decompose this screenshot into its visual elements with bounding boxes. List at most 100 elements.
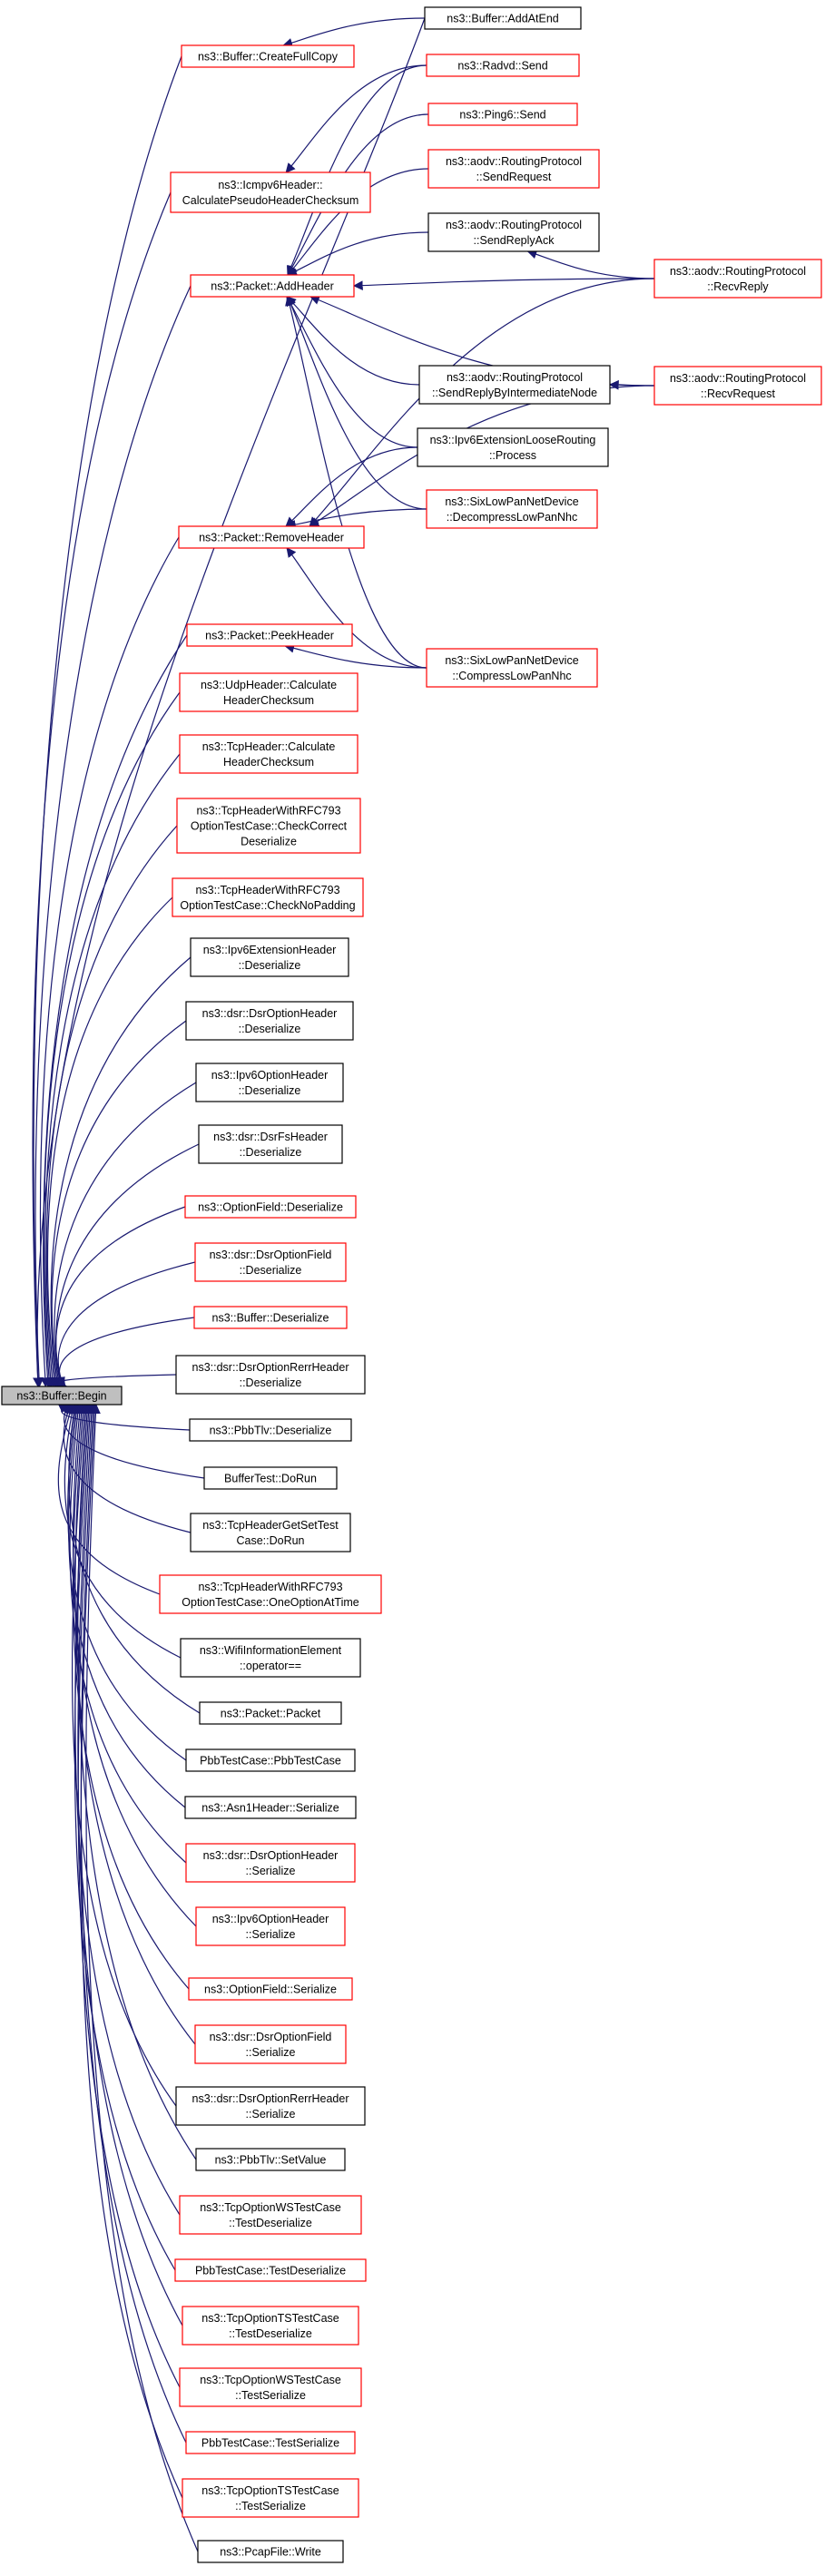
edge-sixlowcomp-to-packetpeekheader <box>284 642 427 669</box>
node-box <box>181 44 355 68</box>
edge-tcpwsser-to-root <box>77 1403 181 2388</box>
node-sixlowdecomp[interactable]: ns3::SixLowPanNetDevice::DecompressLowPa… <box>426 489 598 529</box>
node-dsroptfieldser[interactable]: ns3::dsr::DsrOptionField::Serialize <box>194 2024 347 2064</box>
node-dsroptser[interactable]: ns3::dsr::DsrOptionHeader::Serialize <box>185 1843 356 1883</box>
node-label: ::SendReplyByIntermediateNode <box>432 387 597 399</box>
node-aodvrecvreq[interactable]: ns3::aodv::RoutingProtocol::RecvRequest <box>653 366 822 406</box>
node-addatend[interactable]: ns3::Buffer::AddAtEnd <box>424 6 582 30</box>
node-bufferdeser[interactable]: ns3::Buffer::Deserialize <box>193 1306 348 1329</box>
node-label: ::Deserialize <box>239 1084 301 1097</box>
node-tcprfcnopad[interactable]: ns3::TcpHeaderWithRFC793OptionTestCase::… <box>172 877 364 917</box>
edge-packetaddheader-to-root <box>34 285 192 1388</box>
edge-dsroptfielddeser-to-root <box>55 1261 196 1387</box>
node-label: ns3::Asn1Header::Serialize <box>201 1801 339 1814</box>
node-box <box>427 212 600 252</box>
node-radvdsend[interactable]: ns3::Radvd::Send <box>426 54 580 77</box>
node-label: ns3::Packet::AddHeader <box>211 279 334 292</box>
node-dsroptdeser[interactable]: ns3::dsr::DsrOptionHeader::Deserialize <box>185 1001 354 1041</box>
edge-aodvrecvreply-to-aodvsendreplyack <box>526 249 655 279</box>
node-box <box>179 734 358 774</box>
edge-aodvrecvreply-to-packetaddheader <box>352 278 655 291</box>
node-aodvrecvreply[interactable]: ns3::aodv::RoutingProtocol::RecvReply <box>653 259 822 299</box>
node-buffertestdorun[interactable]: BufferTest::DoRun <box>203 1466 338 1490</box>
node-optfielddeser[interactable]: ns3::OptionField::Deserialize <box>184 1195 357 1219</box>
edge-sixlowdecomp-to-packetremoveheader <box>286 508 427 530</box>
node-packetpeekheader[interactable]: ns3::Packet::PeekHeader <box>186 623 353 647</box>
edge-ipv6extloose-to-packetremoveheader <box>285 446 418 527</box>
node-pbbtlvsetvalue[interactable]: ns3::PbbTlv::SetValue <box>195 2148 346 2171</box>
node-pbbtlvdeser[interactable]: ns3::PbbTlv::Deserialize <box>189 1418 352 1442</box>
node-label: ns3::PbbTlv::SetValue <box>215 2153 327 2166</box>
node-box <box>195 2148 346 2171</box>
node-label: ::SendRequest <box>476 171 552 183</box>
node-tcpwsser[interactable]: ns3::TcpOptionWSTestCase::TestSerialize <box>179 2367 362 2407</box>
node-pbbtestcase[interactable]: PbbTestCase::PbbTestCase <box>185 1748 356 1772</box>
node-ipv6extloose[interactable]: ns3::Ipv6ExtensionLooseRouting::Process <box>417 427 609 467</box>
node-label: ns3::PcapFile::Write <box>220 2545 321 2558</box>
edge-pbbtestdeser-to-root <box>74 1403 176 2271</box>
node-pbbtestdeser[interactable]: PbbTestCase::TestDeserialize <box>174 2258 367 2282</box>
node-label: ns3::Buffer::AddAtEnd <box>447 12 559 24</box>
node-label: ns3::dsr::DsrOptionField <box>210 2031 332 2043</box>
node-dsroptfielddeser[interactable]: ns3::dsr::DsrOptionField::Deserialize <box>194 1242 347 1282</box>
node-tcptsdeser[interactable]: ns3::TcpOptionTSTestCase::TestDeserializ… <box>182 2306 359 2346</box>
node-box <box>179 672 358 712</box>
node-pbbtestser[interactable]: PbbTestCase::TestSerialize <box>185 2431 356 2454</box>
node-box <box>185 1748 356 1772</box>
node-pcapwrite[interactable]: ns3::PcapFile::Write <box>197 2540 344 2563</box>
node-tcprfconeopt[interactable]: ns3::TcpHeaderWithRFC793OptionTestCase::… <box>159 1574 382 1614</box>
node-label: ::Serialize <box>246 2046 296 2059</box>
node-label: ns3::Icmpv6Header:: <box>218 179 322 191</box>
node-tcpwsdeser[interactable]: ns3::TcpOptionWSTestCase::TestDeserializ… <box>179 2195 362 2235</box>
node-createfullcopy[interactable]: ns3::Buffer::CreateFullCopy <box>181 44 355 68</box>
edge-radvdsend-to-packetaddheader <box>286 64 427 276</box>
node-label: ns3::TcpOptionTSTestCase <box>201 2312 339 2325</box>
node-asn1ser[interactable]: ns3::Asn1Header::Serialize <box>184 1796 357 1819</box>
node-label: ::Serialize <box>246 2108 296 2121</box>
node-label: ::Deserialize <box>240 1264 302 1277</box>
node-box <box>189 1418 352 1442</box>
node-optfieldser[interactable]: ns3::OptionField::Serialize <box>188 1977 353 2001</box>
node-box <box>176 798 361 854</box>
node-tcprfccheck[interactable]: ns3::TcpHeaderWithRFC793OptionTestCase::… <box>176 798 361 854</box>
root-node[interactable]: ns3::Buffer::Begin <box>1 1386 123 1406</box>
edge-bufferdeser-to-root <box>55 1317 195 1387</box>
node-ping6send[interactable]: ns3::Ping6::Send <box>427 103 578 126</box>
node-packetpacket[interactable]: ns3::Packet::Packet <box>199 1701 342 1725</box>
node-ipv6optser[interactable]: ns3::Ipv6OptionHeader::Serialize <box>195 1906 346 1946</box>
node-dsrfsdeser[interactable]: ns3::dsr::DsrFsHeader::Deserialize <box>198 1124 343 1164</box>
node-label: ns3::PbbTlv::Deserialize <box>210 1424 332 1436</box>
node-label: ::SendReplyAck <box>474 234 555 247</box>
node-sixlowcomp[interactable]: ns3::SixLowPanNetDevice::CompressLowPanN… <box>426 648 598 688</box>
edge-pbbtlvsetvalue-to-root <box>77 1403 197 2160</box>
edge-sixlowcomp-to-packetremoveheader <box>286 547 427 669</box>
node-label: ::DecompressLowPanNhc <box>447 511 578 524</box>
node-label: ns3::aodv::RoutingProtocol <box>670 372 806 385</box>
edges-layer <box>32 17 655 2552</box>
node-aodvsendreplyinter[interactable]: ns3::aodv::RoutingProtocol::SendReplyByI… <box>418 365 611 405</box>
edge-dsroptdeser-to-root <box>51 1020 187 1388</box>
node-ipv6extdeser[interactable]: ns3::Ipv6ExtensionHeader::Deserialize <box>190 937 349 977</box>
node-aodvsendreplyack[interactable]: ns3::aodv::RoutingProtocol::SendReplyAck <box>427 212 600 252</box>
node-label: ::Serialize <box>246 1865 296 1877</box>
node-packetaddheader[interactable]: ns3::Packet::AddHeader <box>190 274 355 298</box>
edge-aodvsendreplyinter-to-packetaddheader <box>286 296 420 386</box>
node-label: ns3::Buffer::Begin <box>16 1389 106 1402</box>
node-tcptsser[interactable]: ns3::TcpOptionTSTestCase::TestSerialize <box>182 2478 359 2518</box>
node-ipv6optdeser[interactable]: ns3::Ipv6OptionHeader::Deserialize <box>195 1063 344 1102</box>
node-box <box>188 1977 353 2001</box>
node-packetremoveheader[interactable]: ns3::Packet::RemoveHeader <box>178 525 365 549</box>
node-aodvsendreq[interactable]: ns3::aodv::RoutingProtocol::SendRequest <box>427 149 600 189</box>
node-label: Case::DoRun <box>236 1534 304 1547</box>
node-icmpv6[interactable]: ns3::Icmpv6Header::CalculatePseudoHeader… <box>170 171 371 213</box>
node-wifiinfo[interactable]: ns3::WifiInformationElement::operator== <box>180 1638 361 1678</box>
node-dsrrerrser[interactable]: ns3::dsr::DsrOptionRerrHeader::Serialize <box>175 2086 366 2126</box>
node-dsrrerrdeser[interactable]: ns3::dsr::DsrOptionRerrHeader::Deseriali… <box>175 1355 366 1395</box>
node-label: ns3::dsr::DsrFsHeader <box>213 1131 328 1143</box>
node-label: ns3::WifiInformationElement <box>200 1644 342 1657</box>
node-box <box>184 1195 357 1219</box>
